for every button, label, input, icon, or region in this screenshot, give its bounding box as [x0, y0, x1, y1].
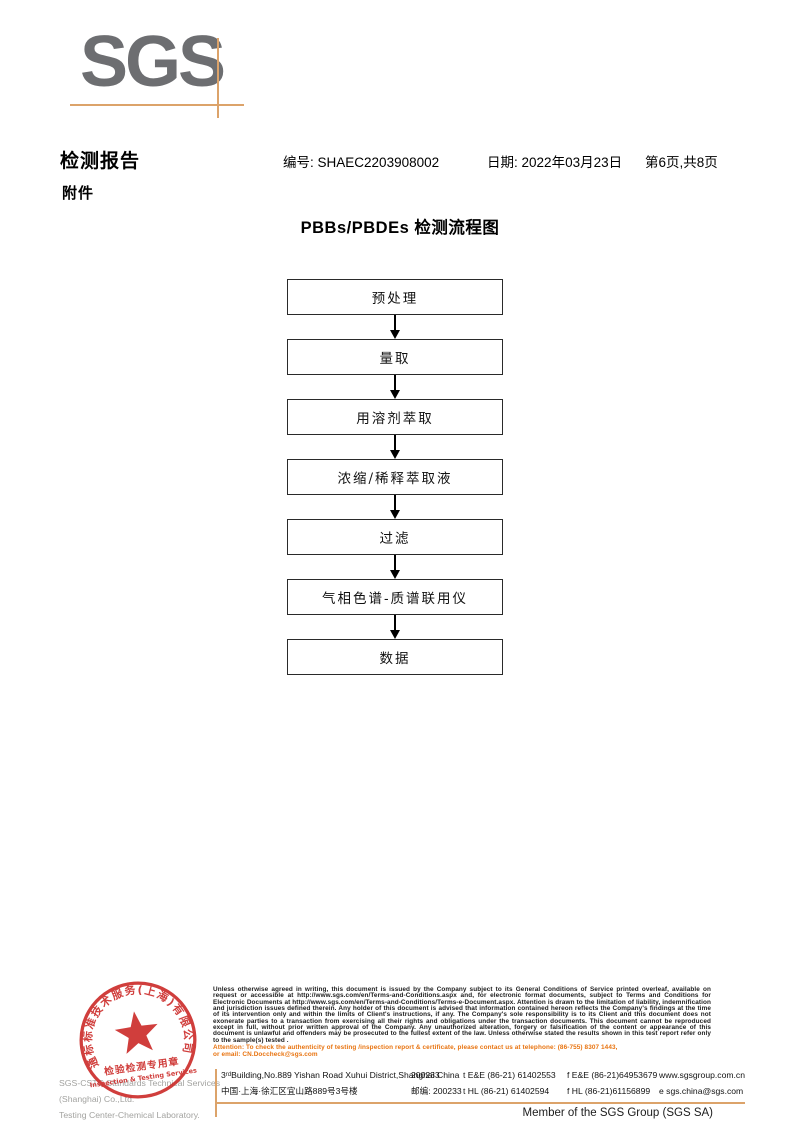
address-en: 3ʳᵈBuilding,No.889 Yishan Road Xuhui Dis… — [221, 1070, 460, 1080]
address-row-en: 3ʳᵈBuilding,No.889 Yishan Road Xuhui Dis… — [221, 1070, 745, 1085]
flow-down-arrow-icon — [287, 315, 503, 339]
report-number-value: SHAEC2203908002 — [317, 155, 440, 170]
address-block: 3ʳᵈBuilding,No.889 Yishan Road Xuhui Dis… — [221, 1070, 745, 1100]
report-number: 编号: SHAEC2203908002 — [283, 151, 439, 171]
flow-step-box: 浓缩/稀释萃取液 — [287, 459, 503, 495]
tel-ee: t E&E (86-21) 61402553 — [463, 1070, 556, 1080]
footer-horizontal-line — [215, 1102, 745, 1104]
flow-step-box: 预处理 — [287, 279, 503, 315]
company-name-line1: SGS-CSTC Standards Technical Services (S… — [59, 1078, 221, 1104]
page-indicator: 第6页,共8页 — [645, 155, 718, 170]
flow-step-box: 数据 — [287, 639, 503, 675]
report-number-label: 编号: — [283, 155, 314, 170]
logo-vertical-line — [217, 38, 219, 118]
flow-down-arrow-icon — [287, 375, 503, 399]
flow-step-box: 过滤 — [287, 519, 503, 555]
tel-hl: t HL (86-21) 61402594 — [463, 1086, 550, 1096]
flow-step-box: 用溶剂萃取 — [287, 399, 503, 435]
legal-paragraph: Unless otherwise agreed in writing, this… — [213, 986, 711, 1044]
sgs-group-membership: Member of the SGS Group (SGS SA) — [522, 1107, 713, 1119]
logo-horizontal-line — [70, 104, 244, 106]
footer-vertical-line — [215, 1069, 217, 1117]
flow-step-box: 量取 — [287, 339, 503, 375]
sgs-logo-text: SGS — [80, 22, 226, 102]
attachment-label: 附件 — [62, 185, 95, 202]
fax-ee: f E&E (86-21)64953679 — [567, 1070, 658, 1080]
email: e sgs.china@sgs.com — [659, 1086, 744, 1096]
company-name-line2: Testing Center-Chemical Laboratory. — [59, 1110, 200, 1120]
fax-hl: f HL (86-21)61156899 — [567, 1086, 651, 1096]
page-title: 检测报告 — [60, 151, 141, 172]
postcode-cn: 邮编: 200233 — [411, 1086, 462, 1096]
flow-down-arrow-icon — [287, 495, 503, 519]
postcode-en: 200233 — [411, 1070, 440, 1080]
report-date-label: 日期: — [487, 155, 518, 170]
legal-disclaimer: Unless otherwise agreed in writing, this… — [213, 986, 711, 1059]
red-stamp: 通标标准技术服务(上海)有限公司 检验检测专用章 Inspection & Te… — [68, 970, 208, 1110]
flow-down-arrow-icon — [287, 615, 503, 639]
flow-down-arrow-icon — [287, 435, 503, 459]
flow-down-arrow-icon — [287, 555, 503, 579]
flow-step-box: 气相色谱-质谱联用仪 — [287, 579, 503, 615]
report-date-value: 2022年03月23日 — [521, 155, 623, 170]
website: www.sgsgroup.com.cn — [659, 1070, 745, 1080]
sgs-logo: SGS — [80, 22, 260, 112]
address-cn: 中国·上海·徐汇区宜山路889号3号楼 — [221, 1086, 358, 1096]
stamp-seal-graphic: 通标标准技术服务(上海)有限公司 检验检测专用章 Inspection & Te… — [73, 975, 198, 1099]
flowchart-steps: 预处理量取用溶剂萃取浓缩/稀释萃取液过滤气相色谱-质谱联用仪数据 — [287, 279, 503, 675]
attention-line2: or email: CN.Doccheck@sgs.com — [213, 1051, 318, 1059]
stamp-star — [114, 1011, 158, 1054]
company-name-lines: SGS-CSTC Standards Technical Services (S… — [59, 1075, 229, 1123]
address-row-cn: 中国·上海·徐汇区宜山路889号3号楼 邮编: 200233 t HL (86-… — [221, 1085, 745, 1100]
report-date: 日期: 2022年03月23日 — [487, 151, 622, 171]
flowchart-title: PBBs/PBDEs 检测流程图 — [300, 219, 500, 237]
attention-line1: Attention: To check the authenticity of … — [213, 1044, 618, 1052]
